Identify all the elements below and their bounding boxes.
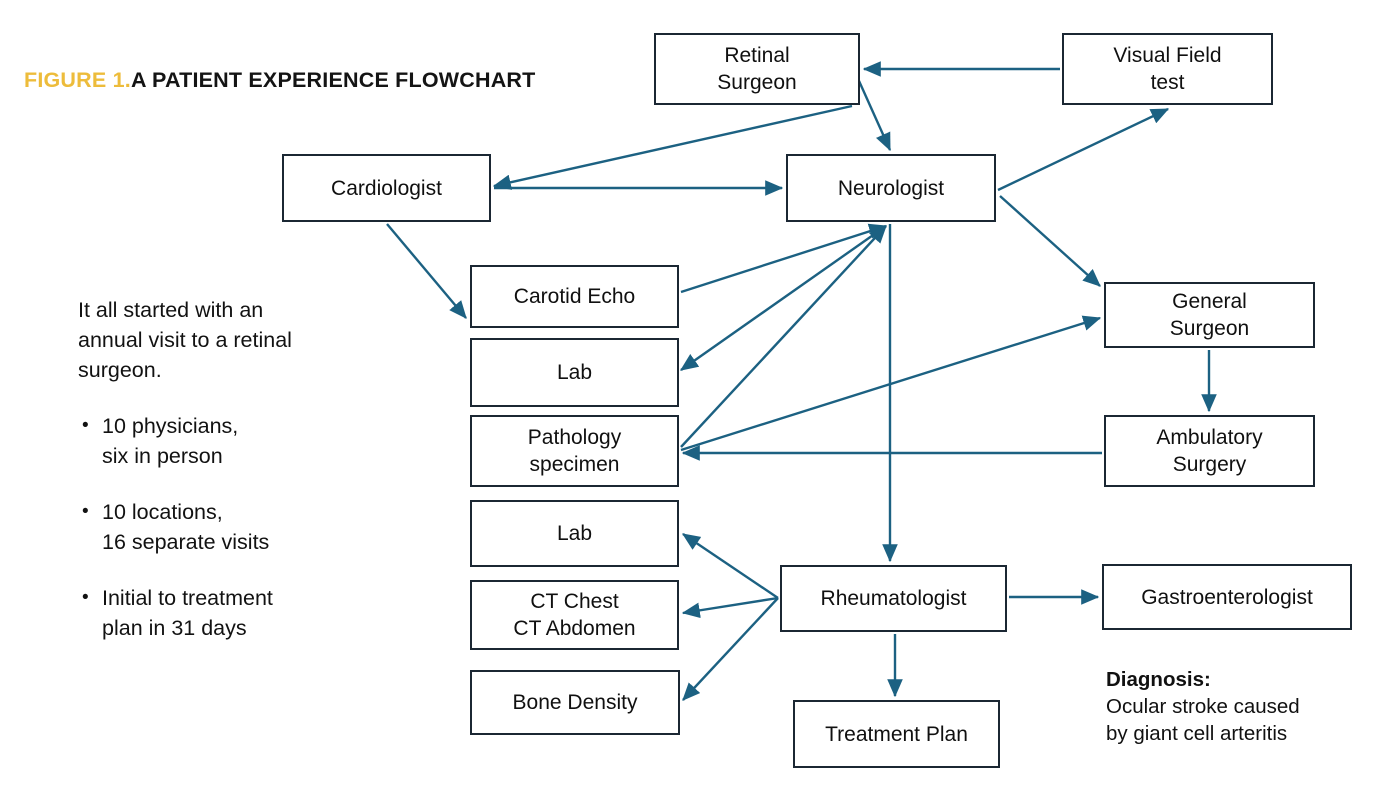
node-bone-density[interactable]: Bone Density bbox=[470, 670, 680, 735]
node-treatment-plan[interactable]: Treatment Plan bbox=[793, 700, 1000, 768]
node-cardiologist[interactable]: Cardiologist bbox=[282, 154, 491, 222]
edge-carotid-echo-to-neurologist bbox=[680, 223, 888, 294]
node-pathology-specimen[interactable]: Pathology specimen bbox=[470, 415, 679, 487]
edge-retinal-surgeon-to-neurologist bbox=[853, 71, 892, 152]
node-lab-lower[interactable]: Lab bbox=[470, 500, 679, 567]
edge-neurologist-to-visual-field-test bbox=[997, 107, 1170, 192]
narrative-intro: It all started with an annual visit to a… bbox=[78, 298, 292, 382]
edge-rheumatologist-to-lab-lower bbox=[682, 533, 779, 599]
edge-retinal-surgeon-to-cardiologist bbox=[492, 104, 853, 190]
edge-rheumatologist-to-ct-chest-abdomen bbox=[681, 596, 779, 619]
edge-neurologist-to-lab-upper bbox=[680, 225, 887, 371]
node-ct-chest-abdomen[interactable]: CT Chest CT Abdomen bbox=[470, 580, 679, 650]
list-item: Initial to treatment plan in 31 days bbox=[78, 583, 378, 643]
diagnosis-text: Ocular stroke caused by giant cell arter… bbox=[1106, 695, 1300, 745]
node-rheumatologist[interactable]: Rheumatologist bbox=[780, 565, 1007, 632]
list-item: 10 physicians, six in person bbox=[78, 411, 378, 471]
narrative-bullet-list: 10 physicians, six in person 10 location… bbox=[78, 411, 378, 643]
node-visual-field-test[interactable]: Visual Field test bbox=[1062, 33, 1273, 105]
edge-cardiologist-to-carotid-echo bbox=[386, 223, 467, 319]
node-general-surgeon[interactable]: General Surgeon bbox=[1104, 282, 1315, 348]
diagnosis-label: Diagnosis: bbox=[1106, 668, 1211, 691]
list-item: 10 locations, 16 separate visits bbox=[78, 497, 378, 557]
edge-rheumatologist-to-bone-density bbox=[682, 597, 779, 701]
narrative-block: It all started with an annual visit to a… bbox=[78, 295, 378, 643]
node-neurologist[interactable]: Neurologist bbox=[786, 154, 996, 222]
edge-neurologist-to-general-surgeon bbox=[999, 195, 1101, 287]
edge-pathology-specimen-to-neurologist bbox=[680, 225, 887, 448]
figure-name: A PATIENT EXPERIENCE FLOWCHART bbox=[130, 68, 536, 92]
node-lab-upper[interactable]: Lab bbox=[470, 338, 679, 407]
node-retinal-surgeon[interactable]: Retinal Surgeon bbox=[654, 33, 860, 105]
node-carotid-echo[interactable]: Carotid Echo bbox=[470, 265, 679, 328]
figure-label: FIGURE 1. bbox=[24, 68, 131, 92]
page-title: FIGURE 1.A PATIENT EXPERIENCE FLOWCHART bbox=[24, 68, 536, 93]
diagnosis-block: Diagnosis: Ocular stroke caused by giant… bbox=[1106, 666, 1382, 747]
node-gastroenterologist[interactable]: Gastroenterologist bbox=[1102, 564, 1352, 630]
node-ambulatory-surgery[interactable]: Ambulatory Surgery bbox=[1104, 415, 1315, 487]
